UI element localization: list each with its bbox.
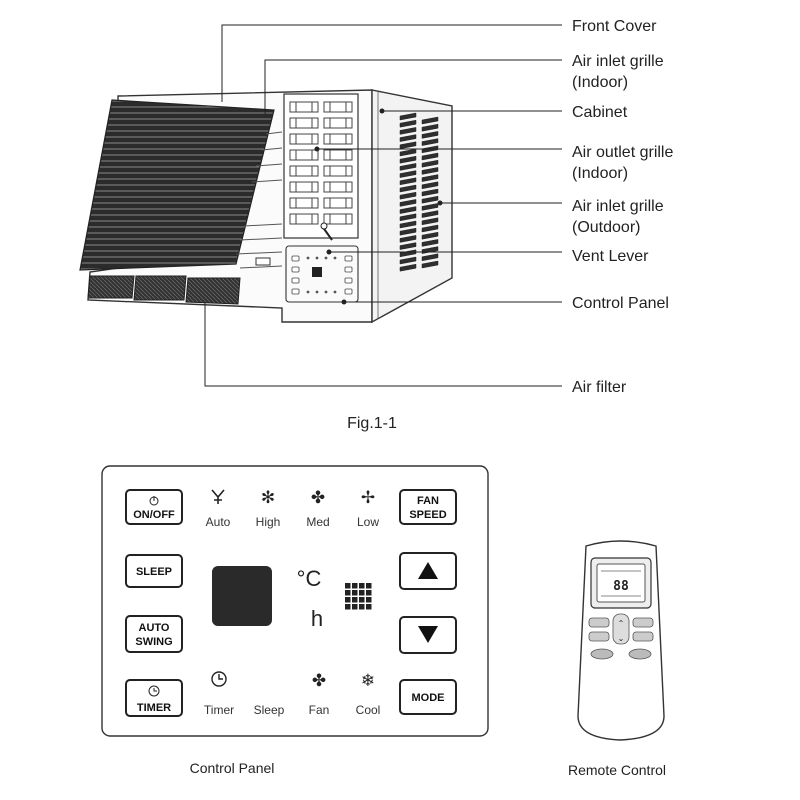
auto-swing-label-line2: SWING [135,636,172,648]
fan-speed-label-line2: SPEED [409,509,446,521]
fan-med-label: Med [306,515,329,529]
remote-keypad: ⌃ ⌄ [588,613,654,660]
vent-lever-slot [255,257,271,266]
fan-speed-indicators: Auto ✻ High ✤ Med ✢ Low [206,488,380,529]
callout-air-inlet-indoor-line1: Air inlet grille [572,53,664,70]
callout-cabinet: Cabinet [572,104,628,121]
fan-speed-label-line1: FAN [417,495,439,507]
callout-vent-lever: Vent Lever [572,248,649,265]
sleep-label: SLEEP [136,566,172,578]
remote-updown-key[interactable] [612,613,630,645]
air-filter [87,275,241,305]
timer-indicator: Timer [204,671,234,717]
auto-swing-button[interactable]: AUTO SWING [125,615,183,653]
leader-lines [204,24,562,387]
up-arrow-icon [418,562,438,579]
fan-low-label: Low [357,515,379,529]
unit-control-panel-buttons [291,255,353,295]
callout-air-outlet-indoor-line2: (Indoor) [572,165,628,182]
up-button[interactable] [399,552,457,590]
remote-on-off-key[interactable] [628,648,652,660]
control-panel-diagram: ON/OFF SLEEP AUTO SWING TIMER FAN SPEED [101,465,489,737]
fan-auto-indicator: Auto [206,489,231,529]
fan-auto-label: Auto [206,515,231,529]
outlet-louvers [289,101,353,225]
down-arrow-icon [418,626,438,643]
digital-display [212,566,272,626]
callout-air-inlet-outdoor-line2: (Outdoor) [572,219,640,236]
callout-air-inlet-indoor-line2: (Indoor) [572,74,628,91]
clock-icon [148,685,160,697]
timer-label: TIMER [137,702,171,714]
callout-front-cover: Front Cover [572,18,657,35]
vent-lever [320,222,333,241]
fan-speed-button[interactable]: FAN SPEED [399,489,457,525]
exposed-slats [235,131,283,269]
remote-control: 88 ⌃ ⌄ [577,540,665,741]
callout-air-filter: Air filter [572,379,627,396]
air-conditioner-unit [79,89,453,324]
on-off-label: ON/OFF [133,509,175,521]
callout-air-outlet-indoor-line1: Air outlet grille [572,144,673,161]
fan-med-indicator: ✤ Med [306,488,329,529]
fan-high-label: High [256,515,281,529]
remote-key-bottom-right[interactable] [632,631,654,642]
mode-indicators: Timer Sleep ✤ Fan ❄ Cool [204,671,380,717]
mode-label: MODE [412,692,445,704]
on-off-button[interactable]: ON/OFF [125,489,183,525]
callout-labels: Front Cover Air inlet grille (Indoor) Ca… [572,18,673,396]
fan-high-indicator: ✻ High [256,488,281,529]
callout-air-inlet-outdoor-line1: Air inlet grille [572,198,664,215]
snowflake-icon: ❄ [361,671,375,691]
figure-caption: Fig.1-1 [347,415,397,432]
fan-low-icon: ✢ [361,488,375,508]
remote-down-arrow-icon: ⌄ [618,634,625,643]
control-panel-caption: Control Panel [190,760,275,776]
fan-indicator: ✤ Fan [309,671,330,717]
fan-med-icon: ✤ [311,488,325,508]
celsius-unit: °C [297,566,322,591]
remote-display-digits: 88 [613,579,629,594]
fan-low-indicator: ✢ Low [357,488,379,529]
remote-control-caption: Remote Control [568,762,666,778]
front-cover [79,99,275,271]
cool-indicator: ❄ Cool [356,671,381,717]
remote-key-top-right[interactable] [632,617,654,628]
grid-indicator [345,583,372,610]
callout-control-panel: Control Panel [572,295,669,312]
auto-swing-label-line1: AUTO [139,622,170,634]
mode-button[interactable]: MODE [399,679,457,715]
fan-high-icon: ✻ [261,488,275,508]
timer-button[interactable]: TIMER [125,679,183,717]
remote-key-top-left[interactable] [588,617,610,628]
remote-mode-key[interactable] [590,648,614,660]
timer-clock-icon [211,671,227,687]
sleep-button[interactable]: SLEEP [125,554,183,588]
timer-indicator-label: Timer [204,703,234,717]
sleep-indicator-label: Sleep [254,703,285,717]
sleep-indicator: Sleep [254,671,285,717]
control-panel-frame [101,465,489,737]
down-button[interactable] [399,616,457,654]
remote-screen [596,563,646,603]
hours-unit: h [311,606,323,631]
fan-indicator-label: Fan [309,703,330,717]
remote-up-arrow-icon: ⌃ [618,619,625,628]
remote-key-bottom-left[interactable] [588,631,610,642]
fan-icon: ✤ [312,671,326,691]
fan-auto-icon [211,489,225,504]
cool-indicator-label: Cool [356,703,381,717]
